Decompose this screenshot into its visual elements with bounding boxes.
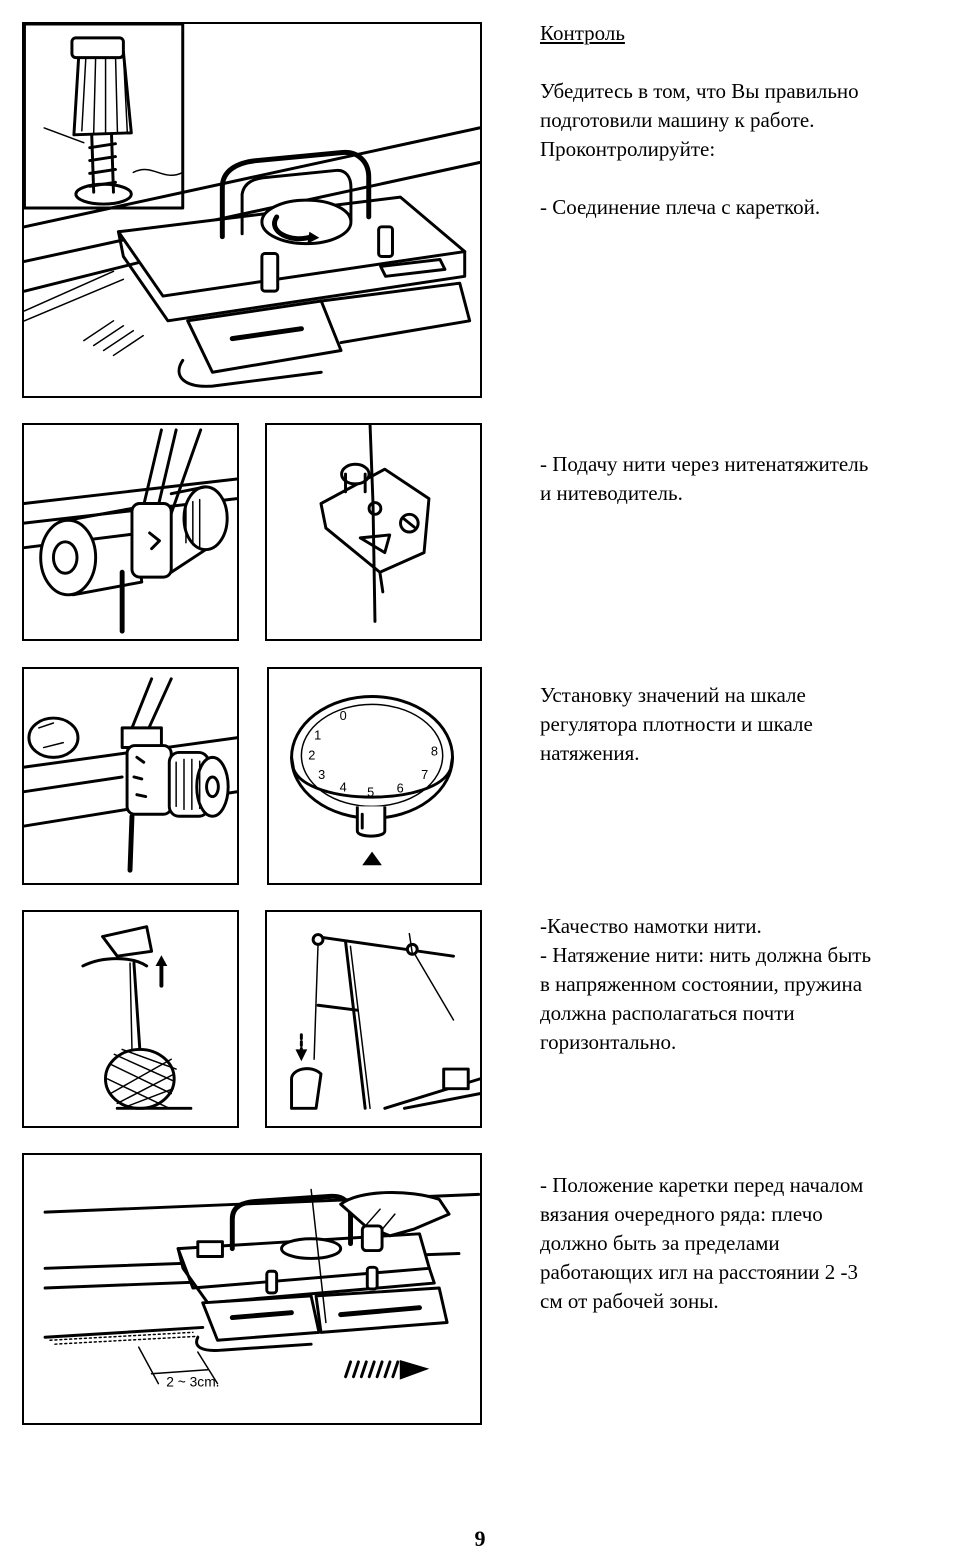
check-line: работающих игл на расстоянии 2 -3 bbox=[540, 1260, 858, 1284]
arrow-down-icon bbox=[295, 1049, 308, 1062]
figure-stitch-dial: 0 1 2 3 4 5 6 7 8 bbox=[267, 667, 482, 885]
thread-guide-illustration bbox=[319, 425, 431, 623]
check-line: натяжения. bbox=[540, 741, 640, 765]
check-line: должна располагаться почти bbox=[540, 1001, 795, 1025]
distance-label: 2 ~ 3cm. bbox=[166, 1375, 219, 1390]
dial-number: 1 bbox=[314, 728, 321, 743]
dial-settings-text: Установку значений на шкале регулятора п… bbox=[540, 681, 950, 768]
check-line: - Натяжение нити: нить должна быть bbox=[540, 943, 872, 967]
dial-number: 7 bbox=[421, 767, 428, 782]
figure-yarn-cone bbox=[22, 910, 239, 1128]
intro-line: Проконтролируйте: bbox=[540, 137, 716, 161]
arrow-right-icon bbox=[399, 1359, 430, 1380]
stitch-dial-illustration: 0 1 2 3 4 5 6 7 8 bbox=[290, 695, 454, 866]
thread-feed-text: - Подачу нити через нитенатяжитель и нит… bbox=[540, 450, 950, 508]
figure-tension-mast bbox=[265, 910, 482, 1128]
dial-number: 5 bbox=[367, 785, 374, 800]
check-line: - Подачу нити через нитенатяжитель bbox=[540, 452, 869, 476]
check-line: регулятора плотности и шкале bbox=[540, 712, 813, 736]
dial-number: 2 bbox=[308, 747, 315, 762]
arrow-up-icon bbox=[155, 955, 168, 966]
check-line: Установку значений на шкале bbox=[540, 683, 806, 707]
check-line: и нитеводитель. bbox=[540, 481, 683, 505]
intro-line: подготовили машину к работе. bbox=[540, 108, 815, 132]
check-line: должно быть за пределами bbox=[540, 1231, 780, 1255]
check-line: в напряженном состоянии, пружина bbox=[540, 972, 863, 996]
dial-number: 4 bbox=[340, 780, 347, 795]
carriage-position-illustration: 2 ~ 3cm. bbox=[43, 1188, 480, 1390]
figure-thread-guide bbox=[265, 423, 482, 641]
check-line: - Положение каретки перед началом bbox=[540, 1173, 864, 1197]
tension-unit-illustration bbox=[24, 428, 237, 634]
figure-arm-connection bbox=[22, 22, 482, 398]
tension-mast-illustration bbox=[290, 932, 480, 1110]
dial-number: 3 bbox=[318, 767, 325, 782]
carriage-position-text: - Положение каретки перед началом вязани… bbox=[540, 1171, 950, 1316]
check-arm-connection: - Соединение плеча с кареткой. bbox=[540, 195, 821, 219]
figure-carriage-position: 2 ~ 3cm. bbox=[22, 1153, 482, 1425]
intro-text-block: Контроль Убедитесь в том, что Вы правиль… bbox=[540, 19, 950, 222]
thread-quality-text: -Качество намотки нити. - Натяжение нити… bbox=[540, 912, 950, 1057]
tension-dial-side-illustration bbox=[24, 677, 237, 873]
section-heading: Контроль bbox=[540, 21, 625, 45]
check-line: см от рабочей зоны. bbox=[540, 1289, 719, 1313]
check-line: -Качество намотки нити. bbox=[540, 914, 762, 938]
indicator-triangle-icon bbox=[362, 851, 382, 866]
carriage-knob-illustration bbox=[24, 24, 480, 388]
yarn-cone-illustration bbox=[81, 925, 193, 1110]
page-number: 9 bbox=[474, 1526, 486, 1551]
figure-tension-unit bbox=[22, 423, 239, 641]
figure-tension-dial-side bbox=[22, 667, 239, 885]
dial-number: 8 bbox=[431, 743, 438, 758]
dial-number: 0 bbox=[340, 708, 347, 723]
dial-number: 6 bbox=[397, 781, 404, 796]
intro-line: Убедитесь в том, что Вы правильно bbox=[540, 79, 859, 103]
check-line: горизонтально. bbox=[540, 1030, 677, 1054]
check-line: вязания очередного ряда: плечо bbox=[540, 1202, 823, 1226]
